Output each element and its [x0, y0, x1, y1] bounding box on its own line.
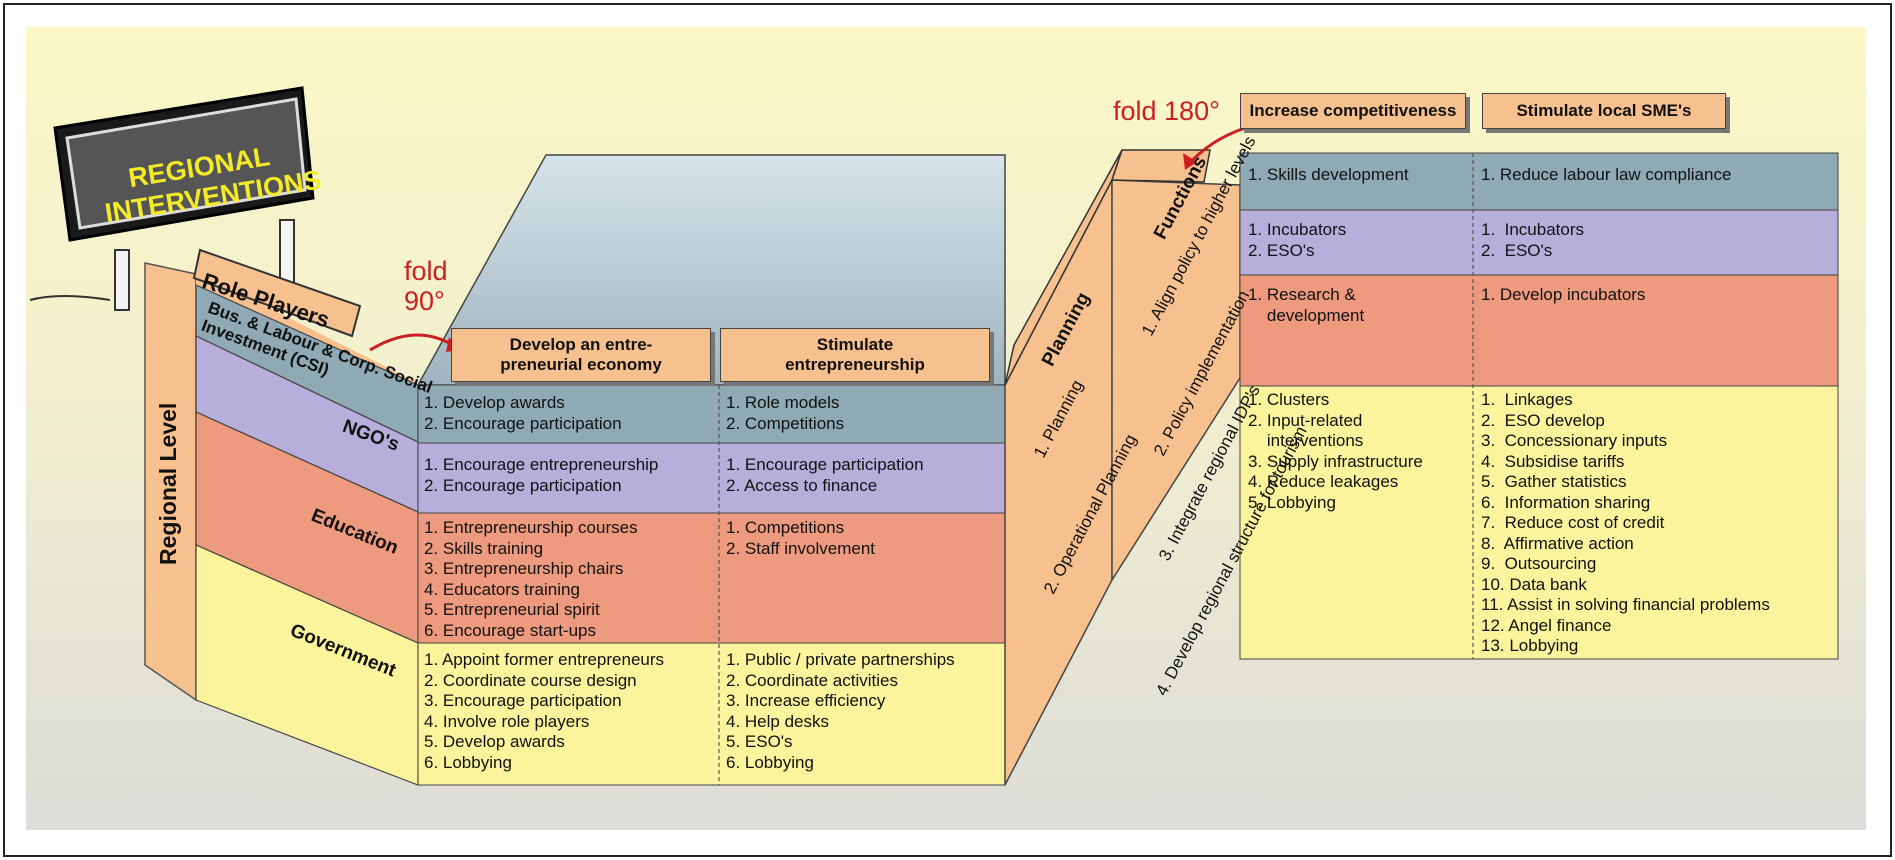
list-item: 2. Input-related — [1248, 410, 1363, 430]
list-item: 9. Outsourcing — [1481, 554, 1597, 573]
list-item: 2. ESO's — [1248, 240, 1315, 260]
list-item: 1. Clusters — [1248, 390, 1330, 409]
list-item: 11. Assist in solving financial problems — [1481, 595, 1770, 614]
right-cell-r1-c2: 1. Reduce labour law compliance — [1481, 165, 1731, 186]
list-item: 1. Incubators — [1481, 220, 1585, 239]
list-item: 3. Concessionary inputs — [1481, 431, 1668, 450]
list-item: 1. Skills development — [1248, 165, 1409, 184]
list-item: 1. Encourage entrepreneurship — [424, 455, 659, 474]
list-item: 4. Involve role players — [424, 711, 590, 731]
list-item: 2. ESO's — [1481, 240, 1553, 260]
fold180-label: fold 180° — [1113, 96, 1220, 126]
fold90-label-line1: fold — [404, 256, 448, 286]
list-item: 1. Role models — [726, 393, 840, 412]
list-item: 1. Entrepreneurship courses — [424, 518, 638, 537]
list-item: 5. Gather statistics — [1481, 472, 1627, 491]
list-item: 2. Competitions — [726, 413, 845, 433]
list-item: 5. Entrepreneurial spirit — [424, 600, 600, 619]
list-item: 1. Reduce labour law compliance — [1481, 165, 1732, 184]
list-item: 3. Supply infrastructure — [1248, 451, 1423, 471]
list-item: 1. Appoint former entrepreneurs — [424, 650, 665, 669]
list-item: 12. Angel finance — [1481, 615, 1612, 635]
header-stimulate-entrepreneurship: Stimulate entrepreneurship — [720, 328, 990, 382]
list-item: 2. Staff involvement — [726, 538, 875, 558]
list-item: 2. ESO develop — [1481, 410, 1605, 430]
list-item: 4. Reduce leakages — [1248, 472, 1399, 491]
list-item: 6. Information sharing — [1481, 492, 1651, 512]
signboard — [29, 86, 315, 311]
list-item: 2. Access to finance — [726, 475, 878, 495]
list-item: 6. Lobbying — [726, 752, 814, 772]
list-item: 1. Competitions — [726, 518, 845, 537]
fold90-label-line2: 90° — [404, 286, 445, 316]
list-item: 3. Entrepreneurship chairs — [424, 559, 624, 578]
list-item: 1. Incubators — [1248, 220, 1347, 239]
right-cell-r1-c1: 1. Skills development — [1248, 165, 1409, 186]
list-item: 7. Reduce cost of credit — [1481, 513, 1665, 532]
list-item: 6. Lobbying — [424, 752, 512, 772]
list-item: interventions — [1248, 431, 1364, 450]
list-item: 5. Lobbying — [1248, 492, 1336, 512]
list-item: 4. Subsidise tariffs — [1481, 451, 1625, 471]
list-item: 5. Develop awards — [424, 732, 565, 751]
fold90-label: fold 90° — [404, 256, 448, 316]
list-item: 1. Develop awards — [424, 393, 565, 412]
list-item: 1. Research & — [1248, 285, 1356, 304]
list-item: 2. Encourage participation — [424, 475, 622, 495]
list-item: 6. Encourage start-ups — [424, 620, 596, 640]
rt-blue-row — [1239, 152, 1839, 211]
side-panel — [1004, 149, 1241, 786]
list-item: 3. Encourage participation — [424, 691, 622, 710]
list-item: 1. Linkages — [1481, 390, 1573, 409]
left-panel — [144, 248, 419, 786]
list-item: 8. Affirmative action — [1481, 533, 1634, 553]
list-item: 2. Encourage participation — [424, 413, 622, 433]
main-table-bands — [417, 384, 1006, 786]
list-item: 4. Help desks — [726, 711, 829, 731]
right-cell-r3-c2: 1. Develop incubators — [1481, 285, 1645, 306]
header-develop-economy: Develop an entre- preneurial economy — [451, 328, 711, 382]
regional-level-label: Regional Level — [155, 402, 181, 565]
list-item: 1. Develop incubators — [1481, 285, 1646, 304]
list-item: 4. Educators training — [424, 579, 580, 599]
list-item: 2. Skills training — [424, 538, 544, 558]
list-item: 2. Coordinate course design — [424, 670, 637, 690]
list-item: 2. Coordinate activities — [726, 670, 898, 690]
list-item: development — [1248, 305, 1365, 325]
list-item: 1. Public / private partnerships — [726, 650, 955, 669]
list-item: 10. Data bank — [1481, 574, 1587, 594]
list-item: 1. Encourage participation — [726, 455, 924, 474]
list-item: 5. ESO's — [726, 732, 793, 751]
list-item: 3. Increase efficiency — [726, 691, 886, 710]
list-item: 13. Lobbying — [1481, 636, 1579, 655]
header-increase-competitiveness: Increase competitiveness — [1240, 93, 1466, 129]
header-stimulate-local-smes: Stimulate local SME's — [1482, 93, 1726, 129]
right-cell-r3-c1: 1. Research & development — [1248, 285, 1364, 326]
